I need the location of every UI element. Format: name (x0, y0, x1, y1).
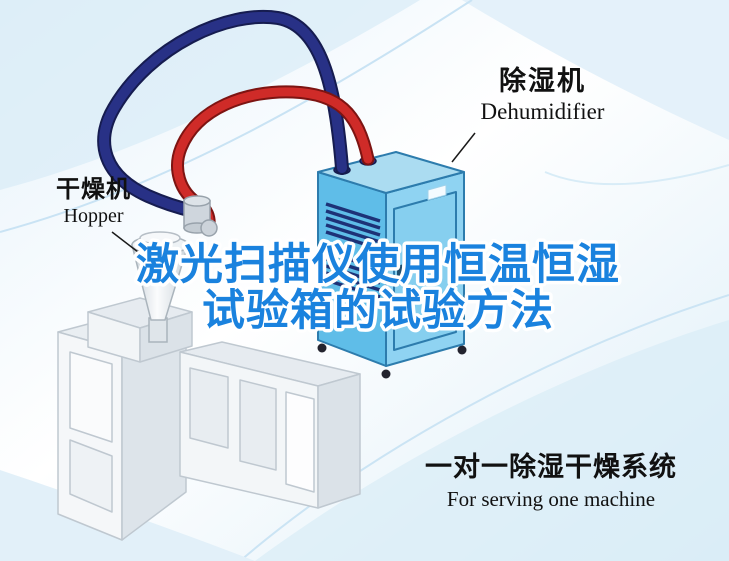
barrel-side (317, 373, 361, 509)
dehumidifier-label-zh: 除湿机 (499, 66, 586, 96)
pointer-line-hopper (111, 231, 139, 253)
background-swoosh-bottom-right (255, 320, 729, 561)
vent-grille-icon (325, 250, 381, 299)
pointer-line-dehumidifier (451, 132, 476, 163)
caster-wheel-icon (457, 345, 467, 355)
title-line2: 试验箱的试验方法 (202, 287, 554, 335)
hopper-label-en: Hopper (63, 204, 124, 227)
connector-elbow (200, 219, 218, 237)
main-title: 激光扫描仪使用恒温恒湿 试验箱的试验方法 (133, 238, 623, 339)
caption-en: For serving one machine (446, 487, 656, 512)
extruder-panel (69, 439, 113, 513)
extruder-panel (69, 351, 113, 443)
vent-grille-icon (325, 202, 381, 251)
title-line1: 激光扫描仪使用恒温恒湿 (136, 241, 620, 289)
caption-zh: 一对一除湿干燥系统 (425, 452, 677, 482)
barrel-panel (189, 367, 229, 449)
caption: 一对一除湿干燥系统 For serving one machine (401, 452, 701, 511)
hopper-assembly (131, 231, 190, 343)
caster-wheel-icon (381, 369, 391, 379)
background-curve-line (239, 294, 729, 561)
extruder-machine (57, 297, 361, 541)
background-curve-line (0, 0, 473, 233)
blue-hose (99, 11, 347, 216)
dehumidifier-label-en: Dehumidifier (480, 99, 605, 125)
hopper-lid (139, 231, 181, 245)
door-handle-icon (397, 264, 402, 286)
hopper-label: 干燥机 Hopper (36, 176, 151, 228)
barrel-panel (239, 379, 277, 471)
caster-wheel-icon (317, 343, 327, 353)
dehumidifier-label: 除湿机 Dehumidifier (425, 66, 660, 125)
hopper-outlet (148, 317, 168, 343)
brand-label-plate (427, 184, 447, 201)
background-swoosh-top-right (462, 0, 729, 140)
hose-connector (183, 195, 218, 237)
connector-top (183, 195, 211, 207)
background-curve-line (544, 164, 729, 186)
hopper-label-zh: 干燥机 (56, 176, 131, 203)
barrel-panel (285, 391, 315, 493)
dehumidifier-machine (317, 151, 467, 379)
